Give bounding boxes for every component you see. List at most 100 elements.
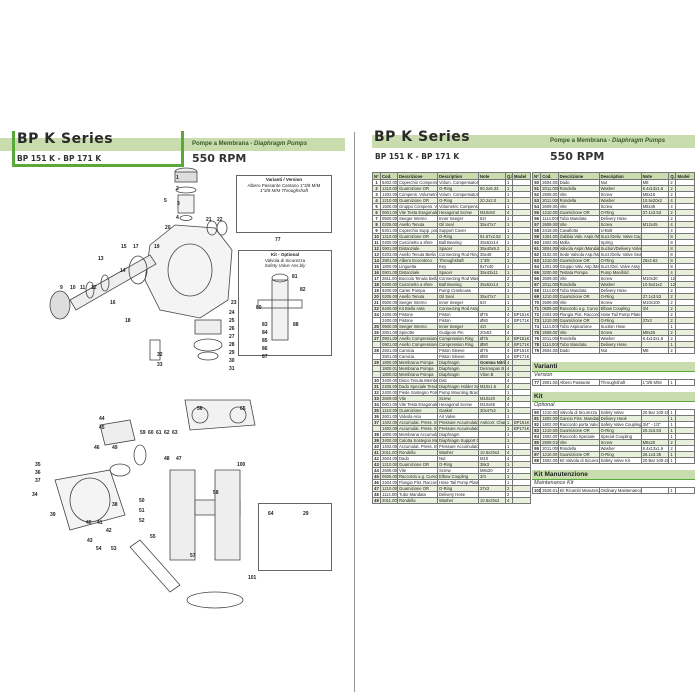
description-en: Safety Valve Kit <box>598 457 642 464</box>
part-callout: 44 <box>99 416 105 422</box>
item-number: 77 <box>531 379 542 386</box>
pump-type-en: Diaphragm Pumps <box>254 141 308 147</box>
description-en: Washer <box>437 497 479 504</box>
description-it: Boccola Tenuta biella <box>397 275 438 282</box>
quantity: 12 <box>668 275 677 282</box>
part-callout: 80 <box>256 305 262 311</box>
part-code: 6400.0045 <box>380 305 398 312</box>
description-it: Flangia Pist. Raccordo <box>557 311 600 318</box>
part-code: 0205.0009 <box>380 293 398 300</box>
description-it: Piede Sostegno Pompa <box>397 389 438 396</box>
part-callout: 33 <box>157 362 163 368</box>
description-it: Vite Testa Esagonale <box>397 209 438 216</box>
part-callout: 88 <box>293 322 299 328</box>
part-callout: 58 <box>213 490 219 496</box>
variant-box-line1: Albero Passante Cantano 1"3/8 M/M <box>247 182 321 188</box>
description-en: Compression Ring <box>437 335 479 342</box>
part-callout: 3 <box>177 201 180 207</box>
part-callout: 35 <box>35 462 41 468</box>
part-callout: 14 <box>120 268 126 274</box>
description-it: Coperchio Compens. Volum. <box>397 179 438 186</box>
part-code: 1301.0003 <box>540 263 559 270</box>
part-callout: 19 <box>154 244 160 250</box>
part-code: 1402.0041 <box>380 191 398 198</box>
part-code: 2501.0007 <box>380 347 398 354</box>
part-code: 3804.0008 <box>540 245 559 252</box>
description-it: Compens. Volumetrico <box>397 191 438 198</box>
part-callout: 53 <box>111 546 117 552</box>
part-code: 1802.0096 <box>540 421 559 428</box>
part-callout: 84 <box>262 330 268 336</box>
part-code: 2011.0094 <box>540 197 559 204</box>
description-it: Gruppo Compens. Volum. <box>397 203 438 210</box>
part-code: 2011.0098 <box>540 281 559 288</box>
part-callout: 28 <box>229 342 235 348</box>
quantity: 4 <box>505 497 513 504</box>
description-it: Cuscinetto a sfere <box>397 281 438 288</box>
description-en: Diaphragm Support Cap <box>437 437 479 444</box>
part-code: 0901.0001 <box>380 335 398 342</box>
description-en: Pressure Accumulator <box>437 419 479 426</box>
note: Gomma Nitrile / Buna Rubber <box>478 359 506 366</box>
part-callout: 13 <box>98 256 104 262</box>
part-code: 0601.0026 <box>380 209 398 216</box>
description-it: Raccordo a g. Curvo <box>557 305 600 312</box>
part-code: 1802.0078 <box>540 433 559 440</box>
part-code: 2609.0060 <box>540 299 559 306</box>
part-code: 2011.0095 <box>540 335 559 342</box>
part-code: 0203.0005 <box>380 251 398 258</box>
header-band-right <box>372 135 695 148</box>
description-en: Diaphragm Holder Screw <box>437 383 479 390</box>
description-it: Valvola di Sicurezza <box>557 409 600 416</box>
part-code: 0901.0030 <box>380 245 398 252</box>
table-row: 1402.0051Accumulat. Press. Sup.Pressure … <box>372 425 531 432</box>
part-callout: 47 <box>176 456 182 462</box>
description-en: Suct./Deliv. Valve Seat <box>598 251 642 258</box>
part-code: 1210.0056 <box>540 293 559 300</box>
note: 20 Bar 100-200L <box>640 409 670 416</box>
part-code: 2811.0026 <box>380 275 398 282</box>
part-callout: 82 <box>300 287 306 293</box>
part-callout: 27 <box>229 334 235 340</box>
description-en: Volum. Compensator <box>437 191 479 198</box>
description-en: Suction/Delivery Valve <box>598 245 642 252</box>
part-callout: 2 <box>176 186 179 192</box>
variant-box-title: Varianti / Version <box>265 177 303 182</box>
part-code: 2609.0100 <box>540 439 559 446</box>
pump-manifold-assembly <box>54 399 256 609</box>
part-code: 2400.0002 <box>380 317 398 324</box>
description-it: Raccordo Speciale <box>557 433 600 440</box>
part-callout: 49 <box>112 445 118 451</box>
part-code: 1800.0202 <box>380 371 398 378</box>
rpm-label-right: 550 RPM <box>550 150 605 163</box>
description-en: Nut <box>598 347 642 354</box>
part-code: 1402.0051 <box>380 425 398 432</box>
description-it: Accumulat. Press. Sup. <box>397 425 438 432</box>
description-it: Sede Valvola Asp./Mand. <box>557 251 600 258</box>
part-code: 1800.0170 <box>380 365 398 372</box>
part-code: 1210.0023 <box>380 185 398 192</box>
part-callout: 48 <box>164 456 170 462</box>
part-code: 2404.0006 <box>540 311 559 318</box>
